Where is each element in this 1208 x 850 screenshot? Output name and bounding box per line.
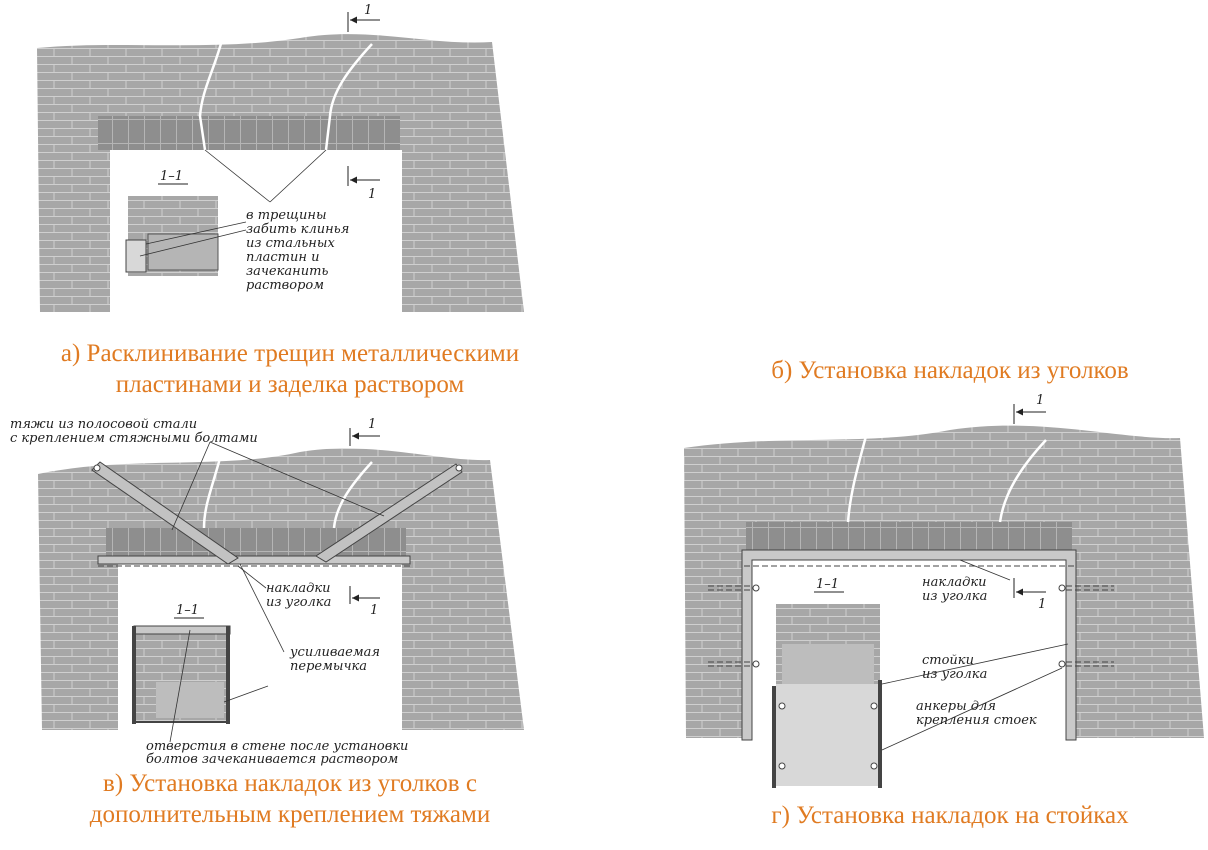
caption-c-line1: в) Установка накладок из уголков с (103, 770, 477, 797)
panel-c-section-title: 1–1 (176, 603, 199, 618)
caption-d: г) Установка накладок на стойках (720, 800, 1180, 831)
section-mark-label: 1 (368, 417, 376, 432)
callout-line: зачеканить (246, 264, 328, 279)
panel-d-angles-callout: накладки из уголка (922, 575, 987, 604)
callout-line: из уголка (922, 667, 987, 682)
panel-d-posts-callout: стойки из уголка (922, 653, 987, 682)
section-mark-label: 1 (364, 3, 372, 18)
panel-d-crack-right (998, 439, 1047, 523)
callout-line: с креплением стяжными болтами (10, 431, 258, 446)
panel-c-holes-callout: отверстия в стене после установки болтов… (146, 739, 408, 767)
panel-d-section-title: 1–1 (816, 577, 839, 592)
panel-c-rods-callout: тяжи из полосовой стали с креплением стя… (10, 417, 258, 446)
caption-a-line2: пластинами и заделка раствором (115, 371, 465, 398)
callout-line: анкеры для (916, 699, 996, 714)
callout-line: накладки (266, 581, 330, 596)
panel-d-section-view (772, 604, 882, 788)
callout-line: из уголка (266, 595, 331, 610)
callout-line: крепления стоек (916, 713, 1037, 728)
panel-d: накладки из уголка 1 1 1–1 стой (684, 393, 1204, 788)
section-mark-label: 1 (370, 603, 378, 618)
panel-d-lintel (746, 522, 1072, 552)
panel-d-anchors (708, 584, 1114, 668)
callout-line: накладки (922, 575, 986, 590)
caption-a-line1: а) Расклинивание трещин металлическими (60, 340, 520, 367)
panel-a-section-mark-bottom: 1 (347, 166, 380, 202)
panel-c-angles-callout: накладки из уголка (266, 581, 331, 610)
panel-d-section-mark-top: 1 (1013, 393, 1046, 424)
section-mark-label: 1 (1038, 597, 1046, 612)
section-mark-label: 1 (1036, 393, 1044, 408)
callout-line: из стальных (246, 236, 335, 251)
panel-a-lintel (98, 116, 400, 150)
callout-line: тяжи из полосовой стали (10, 417, 197, 432)
caption-c: в) Установка накладок из уголков с допол… (10, 768, 570, 830)
panel-d-angle-frame (741, 549, 1077, 741)
callout-line: стойки (922, 653, 974, 668)
panel-a-crack-right (324, 43, 373, 151)
callout-line: пластин и (246, 250, 319, 265)
panel-c-lintel-callout: усиливаемая перемычка (289, 645, 380, 674)
panel-c: тяжи из полосовой стали с креплением стя… (10, 417, 524, 767)
panel-d-anchors-callout: анкеры для крепления стоек (916, 699, 1037, 728)
panel-a-section-mark-top: 1 (347, 3, 380, 32)
panel-c-wall (38, 448, 524, 730)
panel-d-crack-left (846, 435, 868, 523)
panel-a-crack-left (198, 39, 224, 151)
caption-c-line2: дополнительным креплением тяжами (89, 801, 491, 828)
panel-a-leader-right (269, 149, 327, 203)
caption-a: а) Расклинивание трещин металлическими п… (10, 338, 570, 400)
panel-c-crack-right (332, 461, 373, 529)
callout-line: забить клинья (246, 222, 349, 237)
panel-d-section-mark-bottom: 1 (1013, 578, 1046, 612)
panel-c-section-mark-bottom: 1 (349, 586, 380, 618)
caption-d-line1: г) Установка накладок на стойках (771, 802, 1129, 829)
panel-a-wall (37, 34, 524, 312)
caption-b-line1: б) Установка накладок из уголков (771, 357, 1129, 384)
panel-c-section-mark-top: 1 (349, 417, 380, 446)
panel-a-section-view (125, 196, 247, 276)
panel-c-angle-plate (97, 555, 411, 565)
panel-a-leader-left (204, 149, 271, 203)
caption-b: б) Установка накладок из уголков (720, 355, 1180, 386)
callout-line: усиливаемая (289, 645, 380, 660)
panel-a-section-title: 1–1 (160, 169, 183, 184)
callout-line: отверстия в стене после установки (146, 739, 408, 754)
callout-line: из уголка (922, 589, 987, 604)
callout-line: перемычка (290, 659, 367, 674)
callout-line: раствором (246, 278, 324, 293)
section-mark-label: 1 (368, 187, 376, 202)
panel-a-callout: в трещины забить клинья из стальных плас… (246, 208, 349, 293)
panel-a: 1 1 1–1 в трещины забить клинья из сталь… (37, 3, 524, 312)
callout-line: болтов зачеканивается раствором (146, 752, 398, 767)
callout-line: в трещины (246, 208, 327, 223)
panel-c-section-view (132, 625, 269, 743)
panel-c-crack-left (202, 457, 222, 529)
